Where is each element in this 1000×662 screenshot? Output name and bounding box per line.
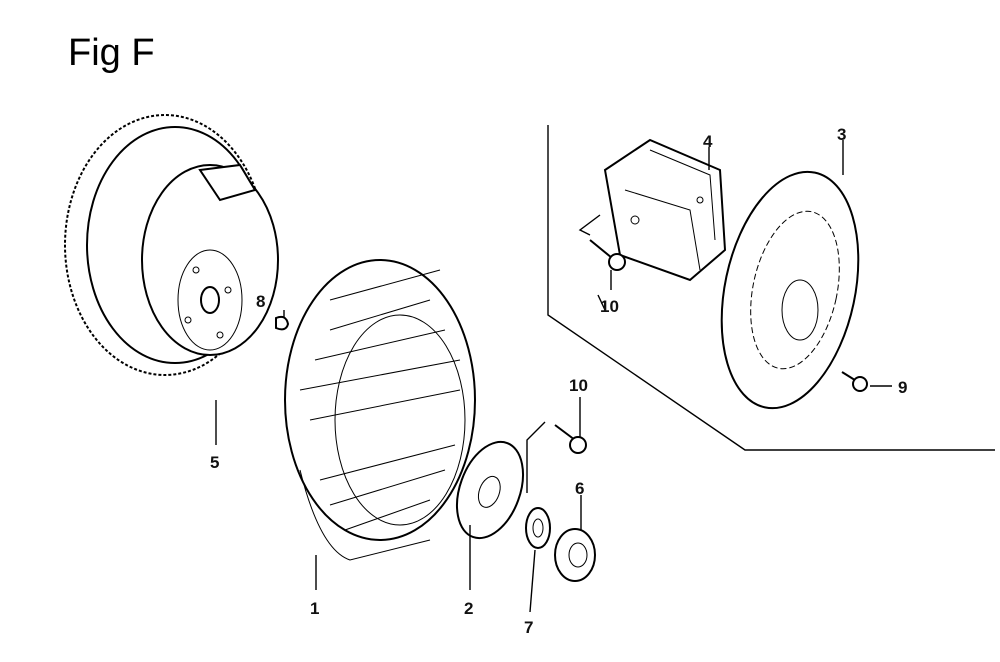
callout-9: 9 [898, 378, 907, 397]
callout-4: 4 [703, 132, 713, 151]
fan-plate [456, 440, 524, 540]
cooling-fan [284, 259, 476, 561]
callout-3: 3 [837, 125, 846, 144]
callout-6: 6 [575, 479, 584, 498]
callout-8: 8 [256, 292, 265, 311]
leader-lines [215, 140, 892, 613]
callout-10b: 10 [569, 376, 588, 395]
callout-2: 2 [464, 599, 473, 618]
flywheel-ring-gear [64, 114, 279, 376]
callout-5: 5 [210, 453, 219, 472]
callout-1: 1 [310, 599, 319, 618]
woodruff-key [275, 315, 290, 331]
washer [525, 507, 551, 549]
flange-nut [554, 528, 596, 582]
bolt [589, 239, 626, 271]
bolt [554, 424, 587, 454]
callout-7: 7 [524, 618, 533, 637]
figure-title: Fig F [68, 32, 155, 74]
drum-disc [720, 170, 860, 410]
bolt [841, 371, 868, 392]
callout-10a: 10 [600, 297, 619, 316]
